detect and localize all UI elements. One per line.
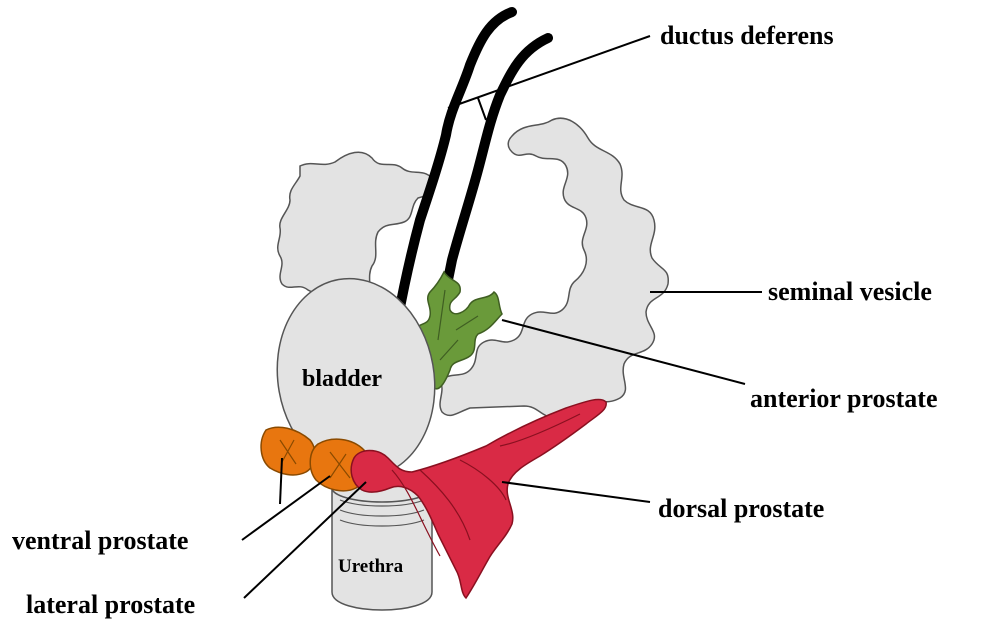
- label-ventral-prostate: ventral prostate: [12, 526, 188, 555]
- leader-ventral-prostate: [242, 476, 330, 540]
- label-dorsal-prostate: dorsal prostate: [658, 494, 824, 523]
- label-bladder: bladder: [302, 366, 382, 392]
- ductus-deferens-left-tube: [398, 12, 512, 318]
- label-lateral-prostate: lateral prostate: [26, 590, 195, 619]
- label-seminal-vesicle: seminal vesicle: [768, 277, 932, 306]
- label-anterior-prostate: anterior prostate: [750, 384, 938, 413]
- seminal-vesicle-right-lobe: [440, 118, 668, 418]
- leader-dorsal-prostate: [502, 482, 650, 502]
- leader-ductus-deferens-branch: [478, 98, 486, 120]
- label-ductus-deferens: ductus deferens: [660, 21, 834, 50]
- label-urethra: Urethra: [338, 556, 404, 577]
